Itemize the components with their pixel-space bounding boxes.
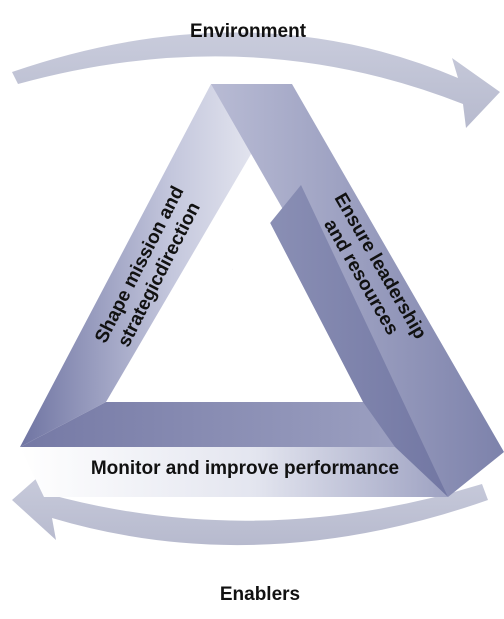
triangle-right-face xyxy=(211,84,504,497)
top-curved-arrow xyxy=(12,32,500,128)
triangle-inner-hole xyxy=(106,213,363,402)
enablers-label: Enablers xyxy=(220,584,300,605)
base-label: Monitor and improve performance xyxy=(91,458,399,479)
triangle-left-face xyxy=(20,84,292,447)
triangle-base-top xyxy=(20,402,395,447)
triangle-base-face xyxy=(20,447,448,497)
bottom-curved-arrow xyxy=(12,470,488,546)
environment-label: Environment xyxy=(190,21,307,42)
